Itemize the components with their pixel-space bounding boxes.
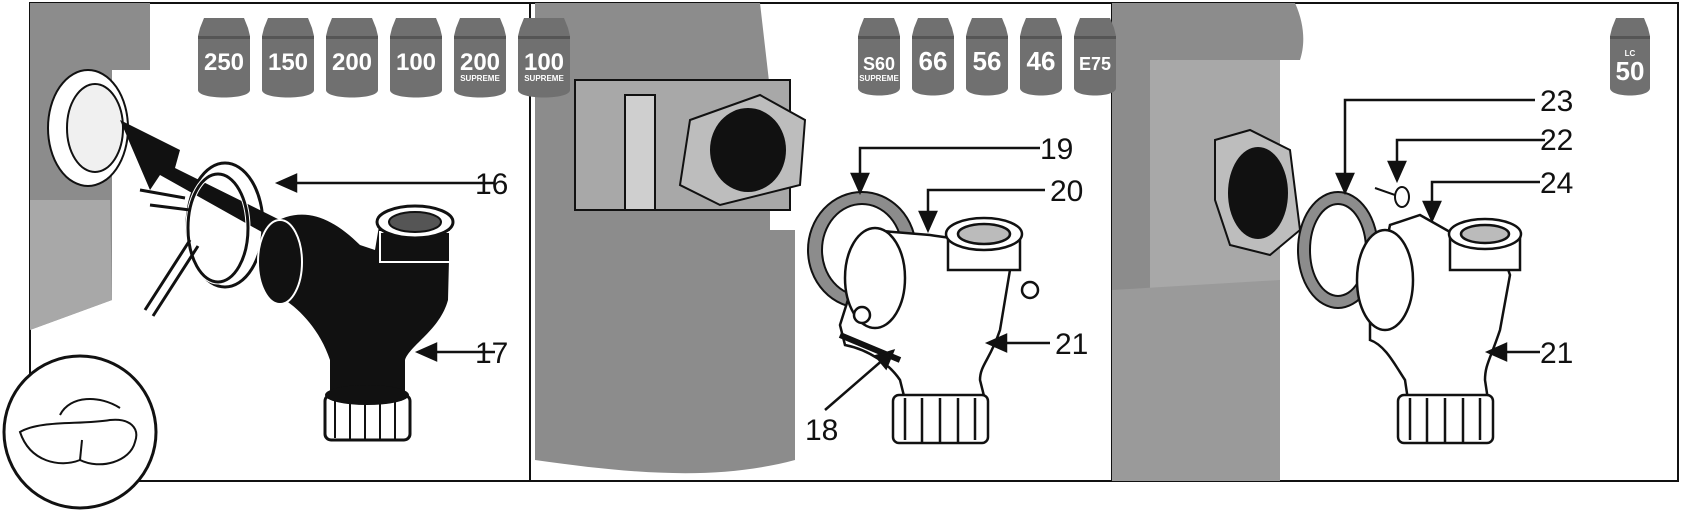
model-badge-band [1020,36,1062,39]
callout-23: 23 [1540,85,1573,118]
callout-24: 24 [1540,167,1573,200]
panel-1-callout-arrows [274,173,495,362]
model-badge-sublabel: LC [1625,49,1636,58]
safety-glasses-badge [2,354,158,510]
outlet-opening-3 [1228,147,1288,239]
mount-tab [624,94,656,211]
model-badge-band [912,36,954,39]
model-badge-sublabel: SUPREME [859,74,899,83]
model-badge-band [858,36,900,39]
callout-16: 16 [475,168,508,201]
panel-2: 19 20 21 18 [529,2,1113,482]
model-badge-band [262,36,314,39]
callout-19: 19 [1040,133,1073,166]
callout-20: 20 [1050,175,1083,208]
model-badge-label: S60 [863,54,895,74]
model-badge-band [454,36,506,39]
model-badge-band [518,36,570,39]
callout-17: 17 [475,337,508,370]
insertion-arrow [120,120,300,245]
callout-18: 18 [805,414,838,447]
y-fitting-black [257,204,455,442]
model-badge-label: 250 [204,49,244,76]
disposer-outlet-inner [66,83,124,173]
model-badge-label: E75 [1079,54,1111,74]
safety-glasses-icon [18,397,138,466]
model-badge-label: 100 [396,49,436,76]
model-badge-label: 50 [1616,56,1645,86]
disposer-lower-band [30,200,112,330]
model-badge-200: 200 [326,18,378,98]
panel-3: 23 22 24 21 [1111,2,1679,482]
model-badge-label: 66 [919,46,948,76]
callout-22: 22 [1540,124,1573,157]
model-badge-66: 66 [912,18,954,96]
callout-21: 21 [1055,328,1088,361]
outlet-opening [710,108,786,192]
model-badge-sublabel: SUPREME [460,74,500,83]
model-badge-band [390,36,442,39]
model-badge-sublabel: SUPREME [524,74,564,83]
model-badge-label: 46 [1027,46,1056,76]
panel-1: 16 17 [2,2,613,510]
disposer-lower-3 [1112,280,1280,481]
screw-22 [1374,186,1410,208]
model-badge-label: 200 [460,49,500,76]
model-badge-label: 100 [524,49,564,76]
model-badge-label: 200 [332,49,372,76]
gasket-23 [1297,191,1379,309]
model-badge-label: 56 [973,46,1002,76]
model-badge-band [966,36,1008,39]
model-badge-150: 150 [262,18,314,98]
model-badge-band [1074,36,1116,39]
callout-21b: 21 [1540,337,1573,370]
panel-2-callout-arrows [824,146,1050,411]
model-badge-label: 150 [268,49,308,76]
model-badge-band [326,36,378,39]
model-badge-100: 100 [390,18,442,98]
model-badge-56: 56 [966,18,1008,96]
disposer-body-2 [535,3,795,474]
model-badge-E75: E75 [1074,18,1116,96]
y-fitting-white-3 [1355,213,1523,445]
model-badge-250: 250 [198,18,250,98]
model-badge-46: 46 [1020,18,1062,96]
hose-clamp [139,161,265,317]
model-badge-band [1610,36,1650,39]
panel-3-callout-arrows [1335,98,1545,362]
model-badge-band [198,36,250,39]
